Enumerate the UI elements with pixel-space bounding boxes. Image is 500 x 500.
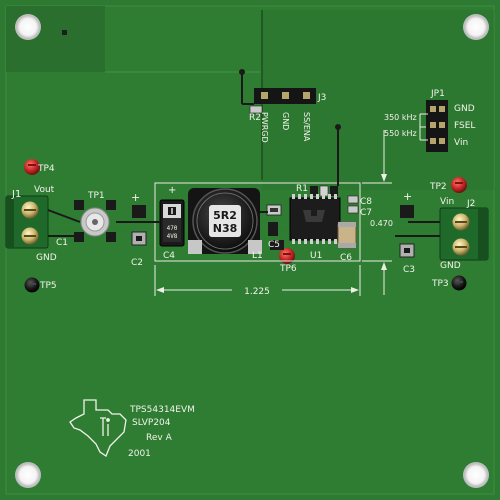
trace [47, 209, 81, 223]
label-c4: C4 [163, 251, 175, 261]
header-j3 [239, 69, 316, 105]
label-c5: C5 [268, 240, 280, 250]
label-c3: C3 [403, 265, 415, 275]
inductor-marking: 5R2 [213, 209, 237, 222]
label-tp4: TP4 [37, 164, 55, 174]
label-jp1: JP1 [430, 89, 445, 99]
label-r1: R1 [296, 184, 308, 194]
ic-u1 [289, 194, 341, 244]
label-c7: C7 [360, 208, 372, 218]
dimension-width [154, 265, 361, 296]
label-c6: C6 [340, 253, 352, 263]
arrow-right-icon [351, 287, 359, 293]
label-tp3: TP3 [431, 279, 449, 289]
terminal-block-j2 [439, 207, 489, 261]
label-ss-ena: SS/ENA [302, 112, 311, 142]
frequency-bracket [419, 113, 428, 141]
test-point-tp1 [74, 200, 116, 242]
test-point-tp3 [451, 275, 467, 291]
label-tp6: TP6 [279, 264, 297, 274]
label-j2: J2 [466, 199, 475, 209]
plus-icon: + [403, 190, 412, 203]
mounting-hole [463, 462, 489, 488]
mounting-hole [15, 14, 41, 40]
label-550khz: 550 kHz [384, 129, 417, 138]
terminal-block-j1 [5, 195, 49, 249]
label-vout: Vout [34, 185, 55, 195]
label-gnd: GND [440, 261, 461, 271]
pad [400, 205, 414, 218]
cap-marking: 4V8 [167, 233, 178, 240]
label-350khz: 350 kHz [384, 113, 417, 122]
resistor-r2 [249, 105, 263, 114]
inductor-l1: 5R2 N38 [188, 188, 262, 254]
capacitor-c7 [347, 205, 359, 214]
capacitor-c8 [347, 195, 359, 204]
label-tp5: TP5 [39, 281, 57, 291]
inductor-marking: N38 [213, 222, 238, 235]
test-point-tp4 [24, 159, 40, 175]
ti-logo-icon [69, 399, 127, 457]
board-revision: Rev A [146, 433, 173, 443]
label-pwrgd: PWRGD [260, 112, 269, 143]
cap-marking: 470 [167, 225, 178, 232]
test-point-tp5 [24, 277, 40, 293]
label-fsel: FSEL [454, 121, 475, 131]
arrow-up-icon [381, 262, 387, 270]
arrow-left-icon [156, 287, 164, 293]
label-c1: C1 [56, 238, 68, 248]
test-point-tp2 [451, 177, 467, 193]
mounting-hole [15, 462, 41, 488]
copper-pour-topleft [6, 6, 105, 72]
label-vin: Vin [454, 138, 468, 148]
jumper-jp1 [426, 100, 448, 152]
pad [132, 205, 146, 218]
pad [330, 186, 338, 196]
board-doc-number: SLVP204 [132, 418, 171, 428]
dimension-height [362, 130, 392, 295]
plus-icon: + [168, 185, 176, 196]
ti-logo-icon [303, 210, 325, 222]
label-c2: C2 [131, 258, 143, 268]
via [62, 30, 67, 35]
arrow-down-icon [381, 174, 387, 182]
label-tp2: TP2 [429, 182, 447, 192]
label-dim-height: 0.470 [370, 219, 393, 228]
label-gnd: GND [454, 104, 475, 114]
label-u1: U1 [310, 251, 322, 261]
label-l1: L1 [252, 251, 263, 261]
label-vin: Vin [440, 197, 454, 207]
mounting-hole [463, 14, 489, 40]
label-gnd: GND [36, 253, 57, 263]
label-j3: J3 [317, 93, 326, 103]
pad [268, 222, 278, 236]
label-gnd: GND [281, 112, 290, 130]
label-dim-width: 1.225 [244, 287, 270, 297]
label-j1: J1 [11, 189, 21, 200]
test-point-tp6 [279, 248, 295, 264]
board-year: 2001 [128, 449, 151, 459]
label-r2: R2 [249, 113, 261, 123]
resistor-r1 [310, 186, 318, 196]
label-c8: C8 [360, 197, 372, 207]
plus-icon: + [131, 191, 140, 204]
capacitor-c6 [337, 221, 357, 249]
label-tp1: TP1 [87, 191, 105, 201]
board-part-number: TPS54314EVM [129, 405, 195, 415]
capacitor-c4: 470 4V8 [159, 199, 185, 247]
capacitor-c5 [270, 240, 284, 250]
